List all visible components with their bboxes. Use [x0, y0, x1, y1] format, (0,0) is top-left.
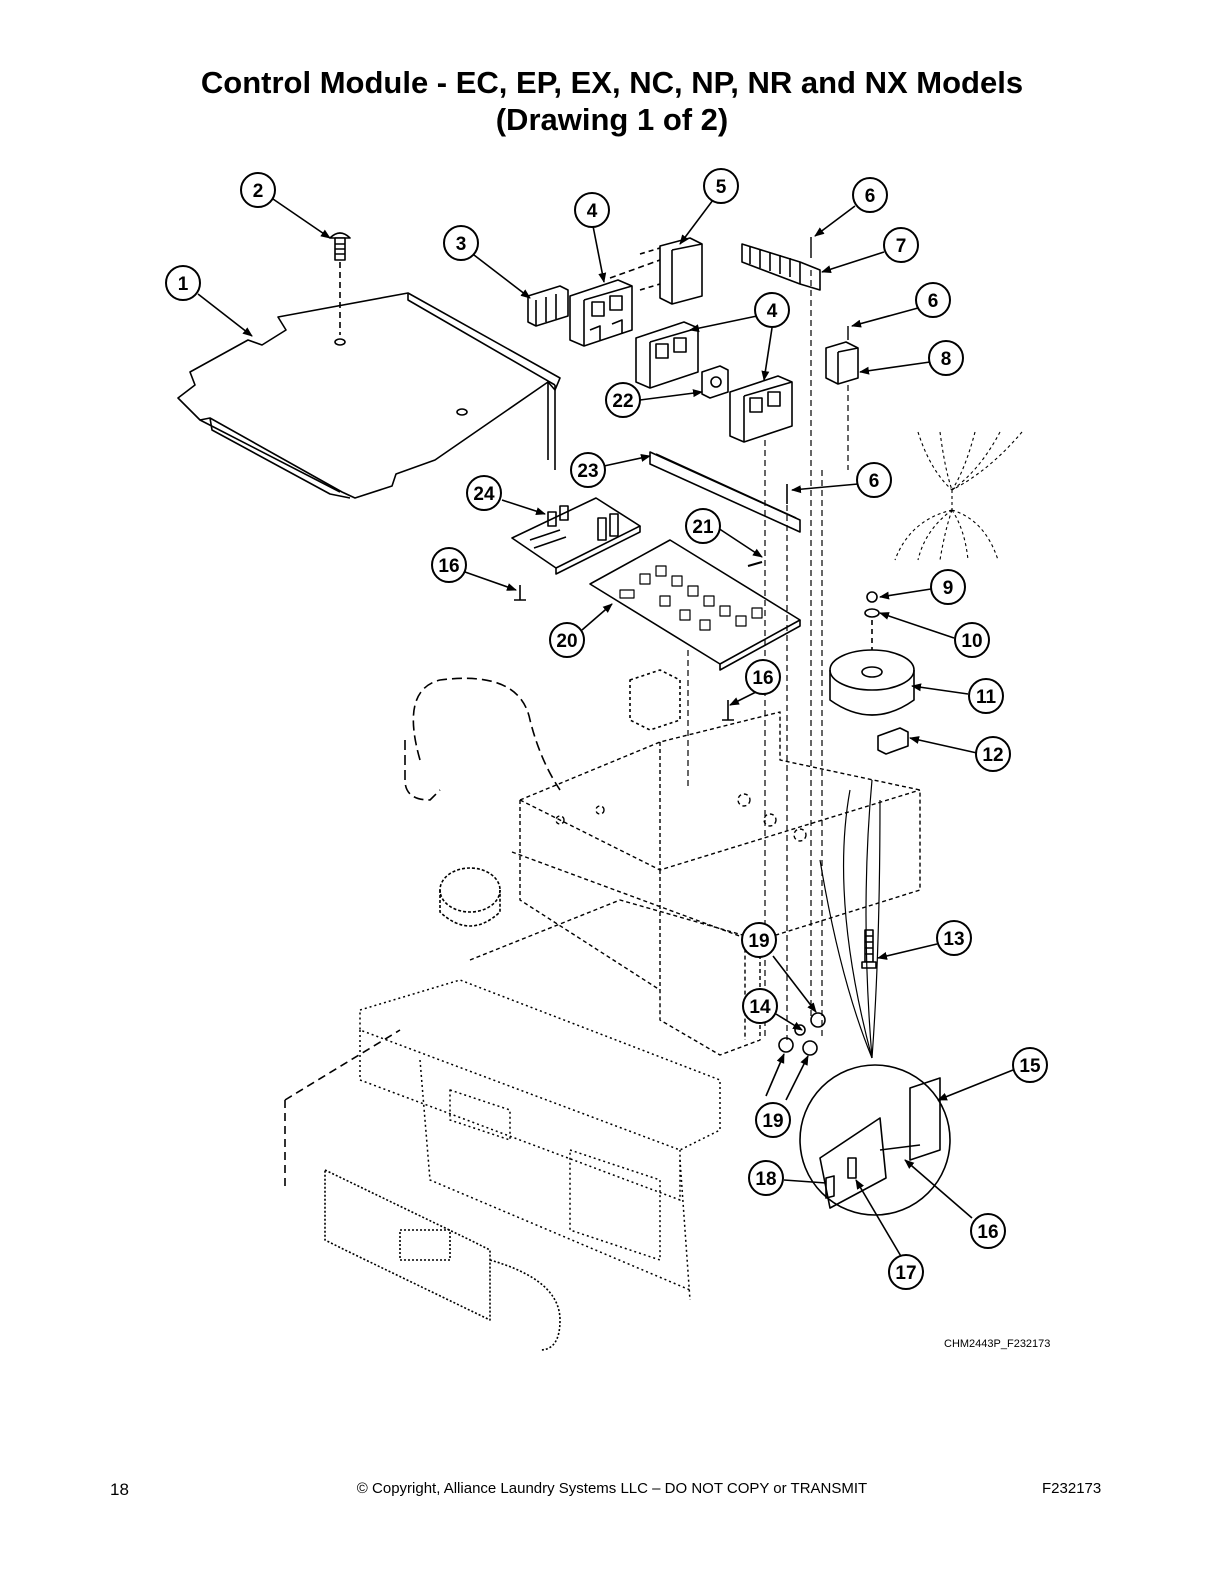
svg-text:14: 14	[749, 997, 771, 1018]
callout: 21	[685, 508, 721, 544]
control-knob-part	[829, 649, 915, 716]
svg-text:2: 2	[253, 181, 264, 202]
callout: 1	[165, 265, 201, 301]
callout: 7	[883, 227, 919, 263]
transformer-part	[629, 669, 681, 731]
power-board-part	[511, 497, 641, 575]
callout: 2	[240, 172, 276, 208]
pressure-switch-part	[439, 867, 501, 927]
contactor-part-top	[569, 279, 633, 347]
svg-text:7: 7	[896, 236, 907, 257]
svg-text:20: 20	[556, 631, 577, 652]
contactor-part-middle	[635, 321, 699, 389]
svg-text:24: 24	[473, 484, 495, 505]
svg-text:3: 3	[456, 234, 467, 255]
callout: 19	[755, 1102, 791, 1138]
page-number: 18	[110, 1480, 129, 1499]
callout: 12	[975, 736, 1011, 772]
svg-text:6: 6	[865, 186, 876, 207]
callout: 4	[754, 292, 790, 328]
drawing-code: CHM2443P_F232173	[944, 1338, 1051, 1350]
callout-bubbles: 2 1 3 4 5 6 7 6 4 8 22 23 6 24 21 16 9 1…	[165, 168, 1048, 1290]
auxiliary-block-part	[609, 237, 703, 305]
front-panel-part	[359, 979, 721, 1301]
svg-text:12: 12	[982, 745, 1003, 766]
svg-text:9: 9	[943, 578, 954, 599]
svg-text:1: 1	[178, 274, 189, 295]
auxiliary-contact-part	[527, 285, 569, 327]
svg-text:6: 6	[928, 291, 939, 312]
callout: 13	[936, 920, 972, 956]
din-rail-part	[649, 451, 801, 533]
svg-text:4: 4	[767, 301, 778, 322]
relay-part	[825, 326, 859, 385]
callout: 11	[968, 678, 1004, 714]
svg-text:11: 11	[976, 687, 997, 708]
terminal-strip-part	[741, 237, 821, 291]
svg-text:13: 13	[943, 929, 964, 950]
callout: 20	[549, 622, 585, 658]
callout: 16	[970, 1213, 1006, 1249]
page-title: Control Module - EC, EP, EX, NC, NP, NR …	[200, 65, 1024, 100]
callout: 17	[888, 1254, 924, 1290]
svg-text:15: 15	[1019, 1056, 1041, 1077]
callout: 22	[605, 382, 641, 418]
document-code: F232173	[1042, 1480, 1102, 1497]
wire-harness-part	[894, 431, 1023, 561]
top-cover-part	[177, 252, 561, 499]
connector-part	[877, 727, 909, 755]
svg-text:4: 4	[587, 201, 598, 222]
svg-text:21: 21	[692, 517, 714, 538]
callout: 16	[745, 659, 781, 695]
callout: 9	[930, 569, 966, 605]
callout: 4	[574, 192, 610, 228]
callout: 6	[852, 177, 888, 213]
svg-text:8: 8	[941, 349, 952, 370]
callout: 18	[748, 1160, 784, 1196]
nut-part	[866, 591, 878, 603]
callout: 10	[954, 622, 990, 658]
washer-part	[864, 608, 880, 618]
standoff-part	[722, 700, 734, 721]
svg-text:16: 16	[438, 556, 459, 577]
callout: 19	[741, 922, 777, 958]
svg-text:16: 16	[977, 1222, 998, 1243]
callout: 6	[915, 282, 951, 318]
detail-view-circle	[799, 1064, 951, 1216]
svg-text:19: 19	[748, 931, 769, 952]
callout: 15	[1012, 1047, 1048, 1083]
cable-loop-part	[404, 677, 561, 801]
svg-text:6: 6	[869, 471, 880, 492]
callout: 3	[443, 225, 479, 261]
svg-text:23: 23	[577, 461, 598, 482]
callout: 16	[431, 547, 467, 583]
callout: 14	[742, 988, 778, 1024]
callout: 5	[703, 168, 739, 204]
callout: 6	[856, 462, 892, 498]
display-board-part	[324, 1169, 561, 1351]
svg-text:10: 10	[961, 631, 982, 652]
svg-text:18: 18	[755, 1169, 776, 1190]
selector-switch-part	[701, 365, 729, 399]
svg-text:17: 17	[895, 1263, 916, 1284]
copyright-notice: © Copyright, Alliance Laundry Systems LL…	[356, 1480, 868, 1497]
standoff-part	[514, 585, 526, 601]
contactor-part-bottom	[729, 375, 793, 443]
screw-part-2	[329, 232, 351, 261]
page-subtitle: (Drawing 1 of 2)	[495, 102, 729, 137]
control-board-part	[589, 539, 801, 671]
svg-text:19: 19	[762, 1111, 783, 1132]
svg-text:16: 16	[752, 668, 773, 689]
svg-text:22: 22	[612, 391, 633, 412]
svg-text:5: 5	[716, 177, 727, 198]
callout: 8	[928, 340, 964, 376]
callout: 23	[570, 452, 606, 488]
screw-part-13	[861, 929, 877, 969]
callout: 24	[466, 475, 502, 511]
